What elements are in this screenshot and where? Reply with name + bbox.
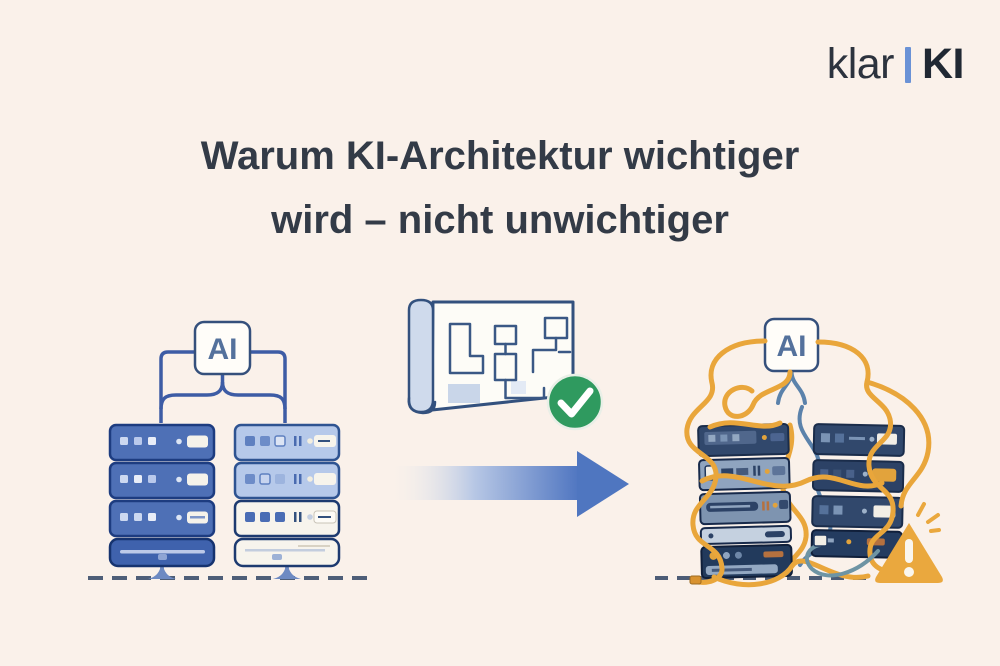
cable-plug: [689, 575, 702, 585]
brand-word: klar: [826, 40, 895, 88]
spark-lines: [916, 502, 941, 533]
ai-node: AI: [763, 317, 820, 373]
brand-abbrev: KI: [922, 40, 965, 88]
brand-divider-bar: [905, 46, 911, 83]
server-rack-dark: [108, 423, 216, 568]
ai-label: AI: [208, 333, 238, 366]
title-line-2: wird – nicht unwichtiger: [271, 198, 729, 242]
warning-triangle-icon: [875, 502, 943, 583]
rack-unit-details: [120, 435, 208, 560]
ai-label: AI: [777, 330, 807, 363]
structured-architecture-illustration: AI: [88, 320, 372, 580]
page-title: Warum KI-Architektur wichtiger wird – ni…: [0, 124, 1000, 252]
arrow-right-icon: [389, 451, 629, 517]
tangled-cables: [684, 338, 932, 588]
server-rack-light: [233, 423, 341, 568]
transition-illustration: [389, 298, 629, 517]
cable-plug: [813, 534, 828, 547]
tangled-architecture-illustration: AI: [655, 317, 943, 588]
ai-node: AI: [193, 320, 252, 376]
checkmark-icon: [546, 373, 604, 431]
blueprint-flowchart: [448, 316, 572, 403]
title-line-1: Warum KI-Architektur wichtiger: [200, 134, 800, 178]
server-rack-messy-left: [697, 422, 793, 580]
rack-foot: [148, 564, 176, 579]
brand-logo: klar KI: [826, 40, 965, 89]
blueprint-icon: [407, 298, 575, 415]
rack-unit-details: [245, 435, 337, 560]
rack-foot: [273, 564, 301, 579]
